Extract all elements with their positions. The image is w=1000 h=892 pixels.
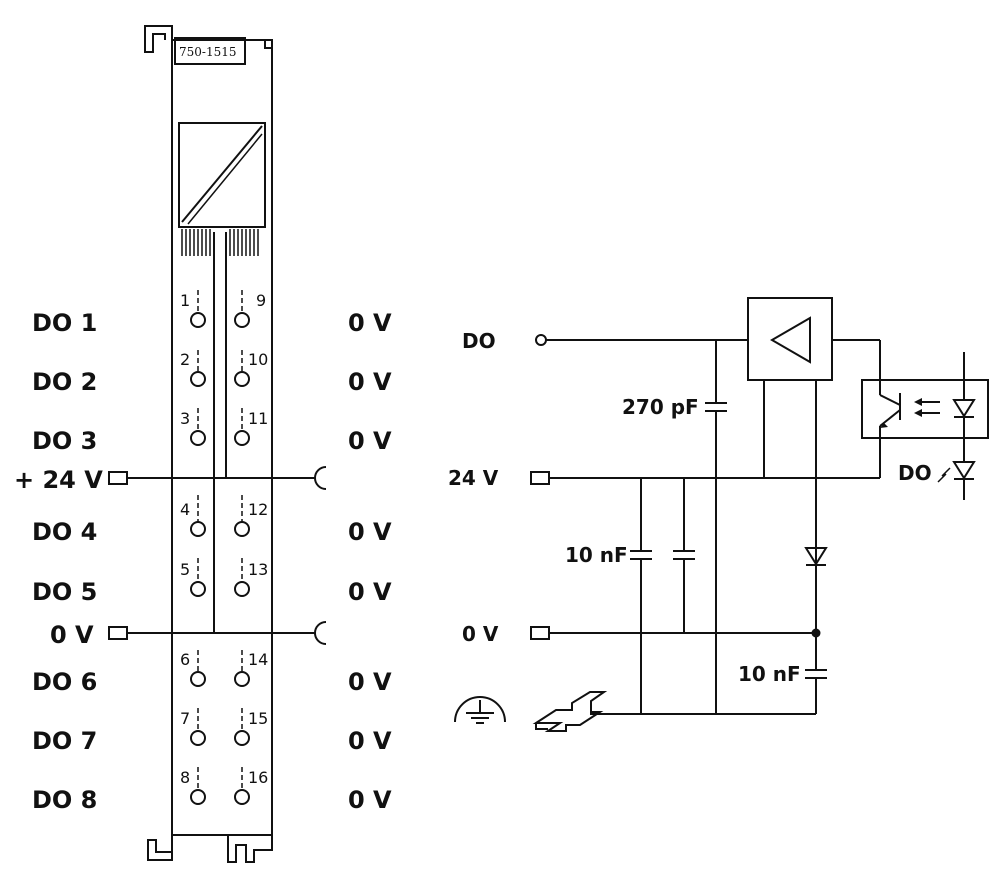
bottom-latch-right	[227, 835, 273, 863]
contact-comb	[181, 229, 259, 256]
label-do5: DO 5	[32, 578, 97, 606]
label-do3: DO 3	[32, 427, 97, 455]
connector-24v-in	[108, 471, 128, 485]
terminal-number-2: 2	[180, 350, 190, 369]
part-number-box	[174, 37, 246, 65]
label-270pf: 270 pF	[622, 395, 699, 419]
label-0v-r7: 0 V	[348, 727, 392, 755]
label-0v-r4: 0 V	[348, 518, 392, 546]
terminal-7[interactable]	[190, 708, 206, 746]
output-schematic: DO 24 V 0 V 270 pF 10 nF 10 nF DO	[448, 297, 989, 732]
protection-diode	[804, 547, 828, 566]
terminal-number-13: 13	[248, 560, 268, 579]
ground-icon	[454, 696, 506, 724]
optocoupler	[861, 379, 989, 439]
label-0v-schematic: 0 V	[462, 622, 499, 646]
label-10nf-a: 10 nF	[565, 543, 628, 567]
terminal-number-7: 7	[180, 709, 190, 728]
status-led-icon	[952, 461, 976, 480]
label-0v: 0 V	[50, 621, 94, 649]
terminal-9[interactable]	[234, 290, 250, 328]
terminal-number-1: 1	[180, 291, 190, 310]
terminal-3[interactable]	[190, 408, 206, 446]
label-0v-r8: 0 V	[348, 786, 392, 814]
label-plus24v: + 24 V	[14, 466, 103, 494]
module-body	[171, 39, 273, 836]
terminal-number-16: 16	[248, 768, 268, 787]
connector-24v-out	[314, 466, 327, 490]
label-0v-r3: 0 V	[348, 427, 392, 455]
top-right-latch	[245, 39, 273, 49]
label-0v-r2: 0 V	[348, 368, 392, 396]
connector-24v	[530, 471, 550, 485]
bottom-latch-left	[147, 835, 173, 861]
connector-0v-in	[108, 626, 128, 640]
terminal-number-5: 5	[180, 560, 190, 579]
connector-0v-out	[314, 621, 327, 645]
terminal-15[interactable]	[234, 708, 250, 746]
driver-triangle	[770, 316, 811, 364]
terminal-number-9: 9	[256, 291, 266, 310]
terminal-number-14: 14	[248, 650, 268, 669]
terminal-number-10: 10	[248, 350, 268, 369]
terminal-11[interactable]	[234, 408, 250, 446]
terminal-1[interactable]	[190, 290, 206, 328]
terminal-16[interactable]	[234, 767, 250, 805]
label-do6: DO 6	[32, 668, 97, 696]
connector-0v	[530, 626, 550, 640]
label-do-led: DO	[898, 461, 932, 485]
terminal-13[interactable]	[234, 558, 250, 597]
terminal-10[interactable]	[234, 350, 250, 387]
din-rail-icon	[532, 691, 608, 732]
label-do4: DO 4	[32, 518, 97, 546]
terminal-number-15: 15	[248, 709, 268, 728]
terminal-2[interactable]	[190, 350, 206, 387]
opto-led-icon	[952, 399, 976, 418]
label-do: DO	[462, 329, 496, 353]
label-do2: DO 2	[32, 368, 97, 396]
supply-24v-line	[108, 466, 327, 490]
do-terminal	[535, 334, 547, 346]
driver-box	[747, 297, 833, 381]
terminal-number-12: 12	[248, 500, 268, 519]
terminal-6[interactable]	[190, 650, 206, 687]
led-window	[178, 122, 266, 228]
label-do7: DO 7	[32, 727, 97, 755]
label-0v-r6: 0 V	[348, 668, 392, 696]
terminal-number-8: 8	[180, 768, 190, 787]
terminal-4[interactable]	[190, 495, 206, 537]
terminal-5[interactable]	[190, 558, 206, 597]
label-0v-r1: 0 V	[348, 309, 392, 337]
io-module: 750-1515	[144, 25, 273, 863]
supply-0v-line	[108, 621, 327, 645]
label-0v-r5: 0 V	[348, 578, 392, 606]
label-24v: 24 V	[448, 466, 499, 490]
label-do8: DO 8	[32, 786, 97, 814]
terminal-number-6: 6	[180, 650, 190, 669]
part-number: 750-1515	[179, 45, 237, 59]
label-do1: DO 1	[32, 309, 97, 337]
terminal-number-11: 11	[248, 409, 268, 428]
terminal-14[interactable]	[234, 650, 250, 687]
terminal-number-3: 3	[180, 409, 190, 428]
terminal-12[interactable]	[234, 495, 250, 537]
top-latch	[144, 25, 173, 53]
terminal-number-4: 4	[180, 500, 190, 519]
label-10nf-b: 10 nF	[738, 662, 801, 686]
terminal-8[interactable]	[190, 767, 206, 805]
